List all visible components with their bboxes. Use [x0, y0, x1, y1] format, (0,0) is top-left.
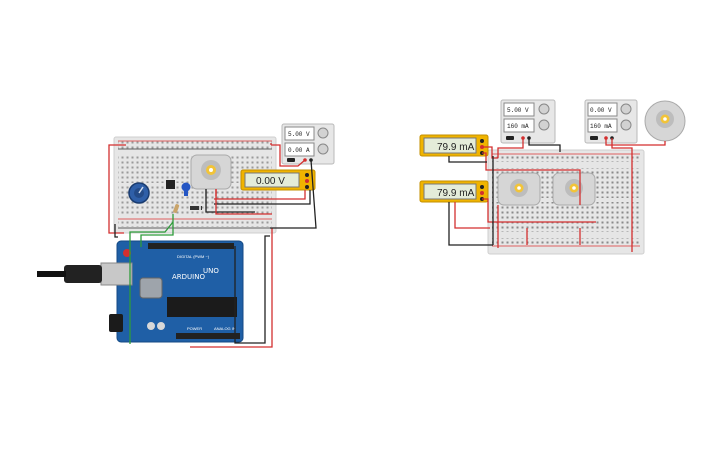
power-supply-right-2[interactable]: 0.00 V 160 mA — [584, 99, 638, 144]
arduino-uno[interactable]: ARDUINO UNO DIGITAL (PWM ~) POWER ANALOG… — [109, 240, 244, 343]
dc-motor-left[interactable] — [190, 154, 232, 196]
supply-left-voltage: 5.00 V — [288, 131, 310, 138]
wires-left — [108, 143, 317, 348]
transistor[interactable] — [166, 180, 175, 189]
supply-right2-voltage: 0.00 V — [590, 107, 612, 114]
supply-right2-current: 160 mA — [590, 123, 612, 130]
arduino-board-name: UNO — [203, 267, 219, 275]
diode[interactable] — [190, 206, 202, 210]
supply-left-current: 0.00 A — [288, 147, 310, 154]
multimeter-left[interactable]: 0.00 V — [240, 169, 316, 191]
power-supply-right-1[interactable]: 5.00 V 160 mA — [500, 99, 556, 144]
meter-top-reading: 79.9 mA — [437, 142, 475, 153]
multimeter-right-top[interactable]: 79.9 mA — [419, 134, 489, 157]
meter-bottom-reading: 79.9 mA — [437, 188, 475, 199]
supply-right1-current: 160 mA — [507, 123, 529, 130]
dc-motor-right-1[interactable] — [497, 172, 541, 206]
potentiometer[interactable] — [128, 182, 150, 204]
dc-motor-standalone[interactable] — [644, 100, 686, 142]
wires-right — [448, 138, 666, 252]
multimeter-left-reading: 0.00 V — [256, 176, 285, 187]
multimeter-right-bottom[interactable]: 79.9 mA — [419, 180, 489, 203]
supply-right1-voltage: 5.00 V — [507, 107, 529, 114]
arduino-analog-label: ANALOG IN — [214, 326, 236, 331]
dc-motor-right-2[interactable] — [552, 172, 596, 206]
resistor[interactable] — [173, 204, 180, 214]
sensor-component[interactable] — [181, 182, 191, 197]
power-supply-left[interactable]: 5.00 V 0.00 A — [281, 123, 335, 165]
arduino-brand: ARDUINO — [172, 273, 205, 281]
arduino-power-label: POWER — [187, 326, 202, 331]
arduino-digital-label: DIGITAL (PWM ~) — [177, 254, 210, 259]
usb-cable[interactable] — [37, 262, 133, 286]
